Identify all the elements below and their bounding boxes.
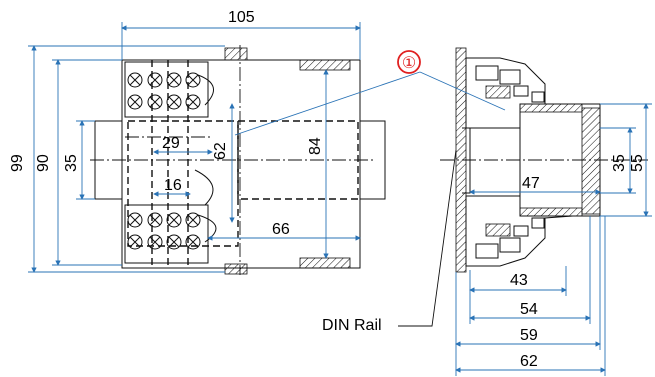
dim-90: 90 (35, 59, 122, 266)
dim-29: 29 (153, 135, 213, 155)
dim-35-side: 35 (600, 127, 636, 194)
dim-43-label: 43 (510, 272, 528, 289)
dim-66: 66 (207, 221, 361, 241)
dim-59-label: 59 (520, 327, 538, 344)
dim-43: 43 (469, 266, 567, 296)
dim-59: 59 (455, 216, 601, 350)
bottom-slot (299, 257, 351, 269)
terminal-block-bottom (124, 204, 217, 264)
dim-16: 16 (153, 177, 191, 197)
dim-99-label: 99 (9, 154, 26, 172)
terminal-block-top (124, 61, 214, 118)
front-view: 105 99 90 35 62 84 (9, 9, 386, 275)
dim-47-label: 47 (522, 175, 540, 192)
dim-16-label: 16 (164, 177, 182, 194)
dim-62-front: 62 (212, 103, 235, 223)
top-slot (299, 59, 351, 71)
dim-47: 47 (469, 175, 601, 195)
hidden-outline (127, 120, 239, 247)
dim-54-label: 54 (520, 301, 538, 318)
dim-55-label: 55 (629, 154, 646, 172)
dim-35-front-label: 35 (63, 154, 80, 172)
din-rail-label: DIN Rail (322, 149, 457, 334)
dim-66-label: 66 (272, 221, 290, 238)
side-view: ① DIN Rail 35 55 47 4 (234, 47, 652, 376)
dim-35-side-label: 35 (611, 154, 628, 172)
dim-29-label: 29 (162, 135, 180, 152)
connector-bottom (475, 217, 545, 259)
dim-99: 99 (9, 45, 225, 273)
dim-54: 54 (469, 216, 591, 324)
connector-top (475, 65, 545, 103)
top-clip (224, 47, 248, 61)
dim-62-side: 62 (455, 216, 606, 376)
callout-1: ① (234, 50, 506, 136)
dim-62-front-label: 62 (212, 142, 229, 160)
dim-35-front: 35 (63, 120, 95, 200)
din-rail-text: DIN Rail (322, 317, 382, 334)
callout-1-label: ① (402, 55, 416, 72)
dim-105-label: 105 (228, 9, 255, 26)
dim-105: 105 (121, 9, 361, 60)
dim-84-label: 84 (307, 137, 324, 155)
dim-84: 84 (307, 69, 329, 259)
dim-90-label: 90 (35, 154, 52, 172)
dim-55: 55 (600, 103, 652, 217)
bottom-clip (224, 263, 248, 275)
dim-62-side-label: 62 (520, 353, 538, 370)
